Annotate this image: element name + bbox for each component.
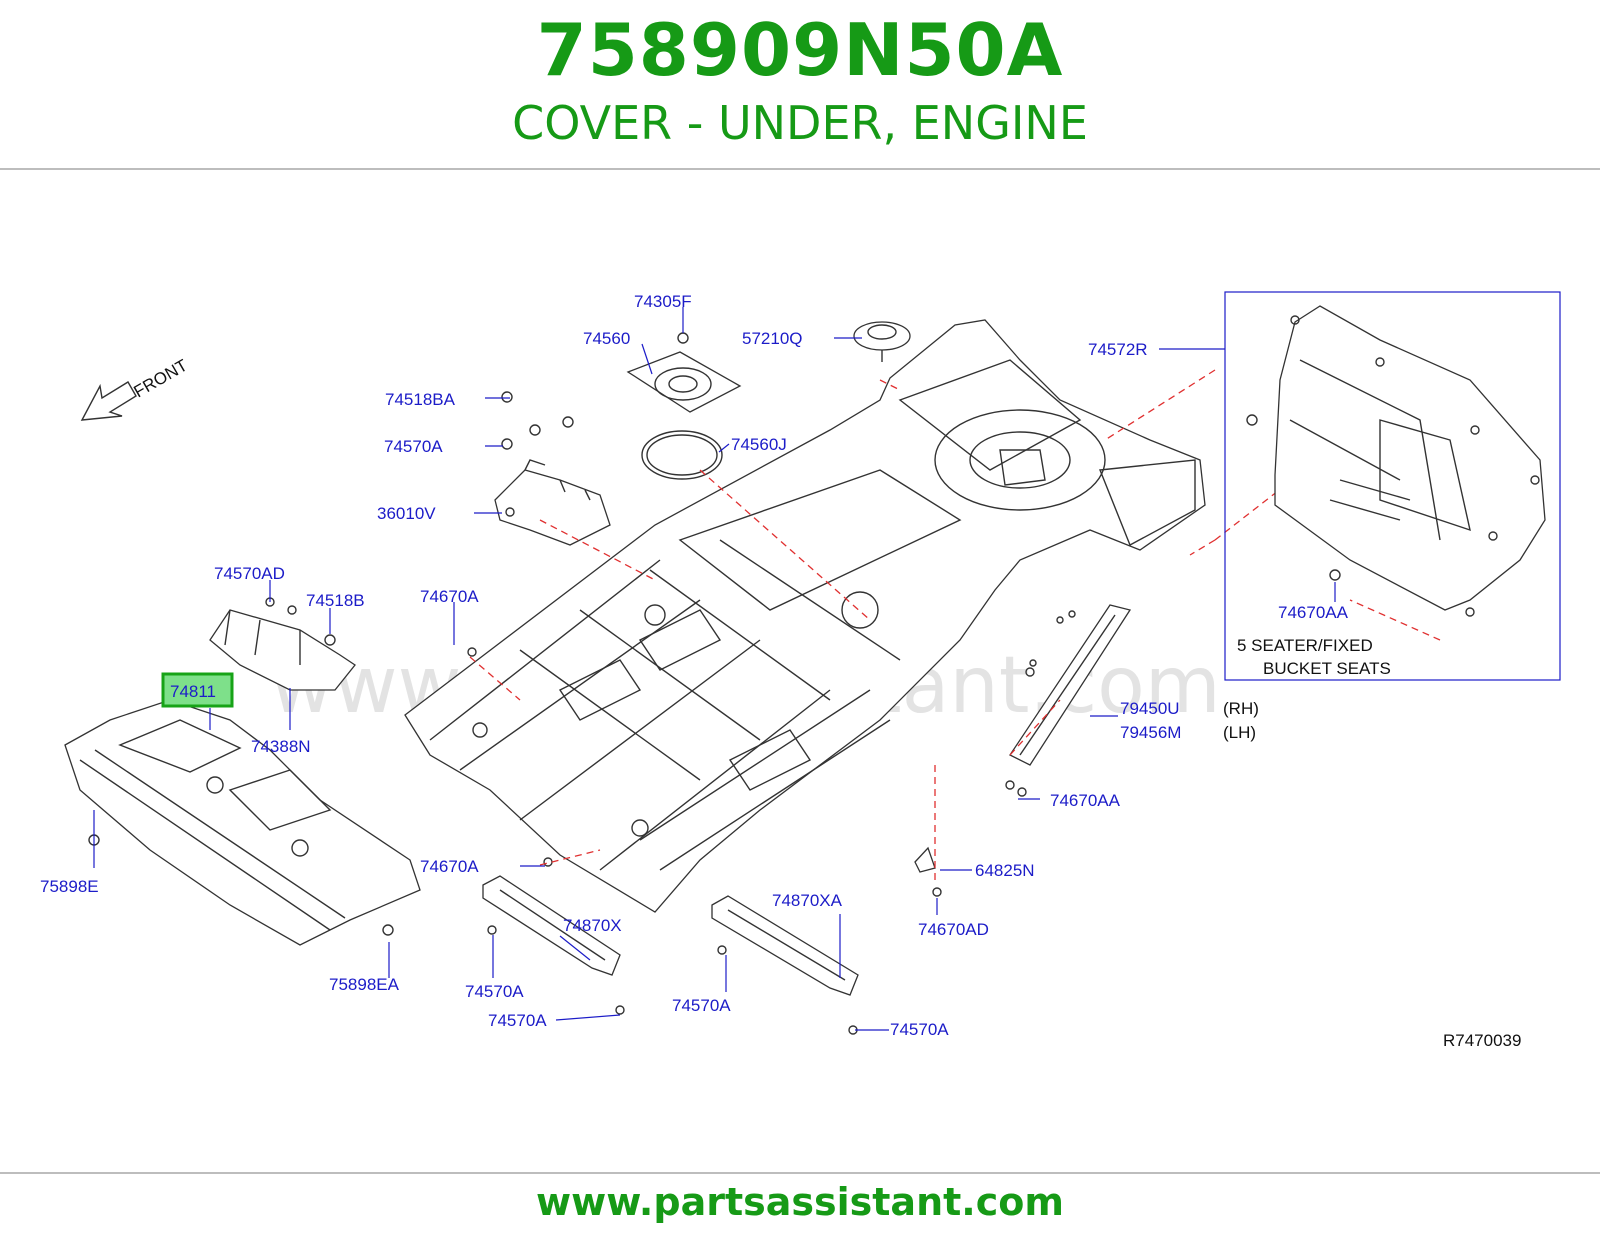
- callout-74570A-2[interactable]: 74570A: [465, 982, 524, 1001]
- callout-74570A-4[interactable]: 74570A: [672, 996, 731, 1015]
- callout-74518B[interactable]: 74518B: [306, 591, 365, 610]
- inset-detail-box: 5 SEATER/FIXED BUCKET SEATS: [1224, 291, 1561, 681]
- front-direction-indicator: FRONT: [80, 356, 191, 421]
- callout-74811[interactable]: 74811: [170, 682, 216, 701]
- footer-divider: [0, 1172, 1600, 1174]
- engine-under-cover: [64, 699, 421, 946]
- inset-note-line1: 5 SEATER/FIXED: [1237, 636, 1373, 655]
- crossmember-74870X: [482, 875, 625, 1015]
- reference-code: R7470039: [1443, 1031, 1521, 1050]
- callout-74560[interactable]: 74560: [583, 329, 630, 348]
- callout-75898E[interactable]: 75898E: [40, 877, 99, 896]
- page-header: 758909N50A COVER - UNDER, ENGINE: [0, 0, 1600, 170]
- highlighted-part-box: [161, 672, 234, 708]
- callout-LH: (LH): [1223, 723, 1256, 742]
- callout-64825N[interactable]: 64825N: [975, 861, 1035, 880]
- callout-RH: (RH): [1223, 699, 1259, 718]
- callout-74388N[interactable]: 74388N: [251, 737, 311, 756]
- assembly-lines: [469, 369, 1441, 880]
- part-number-title: 758909N50A: [536, 8, 1064, 92]
- footer-website-link[interactable]: www.partsassistant.com: [536, 1180, 1064, 1224]
- crossmember-74870XA: [711, 895, 859, 1035]
- callout-74570A-3[interactable]: 74570A: [488, 1011, 547, 1030]
- callout-74305F[interactable]: 74305F: [634, 292, 692, 311]
- callout-labels: 74305F 74560 57210Q 74572R 74518BA 74570…: [40, 292, 1349, 1039]
- callout-74518BA[interactable]: 74518BA: [385, 390, 456, 409]
- part-description: COVER - UNDER, ENGINE: [512, 96, 1088, 150]
- callout-57210Q[interactable]: 57210Q: [742, 329, 803, 348]
- header-divider: [0, 168, 1600, 170]
- callout-79450U[interactable]: 79450U: [1120, 699, 1180, 718]
- callout-74870X[interactable]: 74870X: [563, 916, 622, 935]
- callout-74670AD[interactable]: 74670AD: [918, 920, 989, 939]
- front-arrow-icon: [80, 381, 137, 421]
- misc-fasteners: [467, 647, 1035, 867]
- callout-74560J[interactable]: 74560J: [731, 435, 787, 454]
- callout-74870XA[interactable]: 74870XA: [772, 891, 843, 910]
- inset-under-cover: [1274, 305, 1546, 611]
- bracket-36010V: [494, 391, 611, 546]
- callout-74670AA-1[interactable]: 74670AA: [1278, 603, 1349, 622]
- spare-tire-mount: [626, 332, 742, 480]
- callout-74670AA-2[interactable]: 74670AA: [1050, 791, 1121, 810]
- callout-79456M[interactable]: 79456M: [1120, 723, 1181, 742]
- tire-hold-down: [853, 321, 911, 362]
- callout-74570A-1[interactable]: 74570A: [384, 437, 443, 456]
- callout-74570A-5[interactable]: 74570A: [890, 1020, 949, 1039]
- callout-74670A-1[interactable]: 74670A: [420, 587, 479, 606]
- callout-74670A-2[interactable]: 74670A: [420, 857, 479, 876]
- side-rail: [1005, 604, 1132, 797]
- front-label: FRONT: [131, 356, 191, 402]
- floor-pan-assembly: [404, 319, 1206, 913]
- callout-75898EA[interactable]: 75898EA: [329, 975, 400, 994]
- callout-36010V[interactable]: 36010V: [377, 504, 436, 523]
- callout-74572R[interactable]: 74572R: [1088, 340, 1148, 359]
- callout-74570AD-1[interactable]: 74570AD: [214, 564, 285, 583]
- inset-note-line2: BUCKET SEATS: [1263, 659, 1391, 678]
- bracket-64825N: [914, 846, 942, 897]
- bracket-74388N: [209, 597, 356, 691]
- leader-lines: [93, 307, 1336, 1031]
